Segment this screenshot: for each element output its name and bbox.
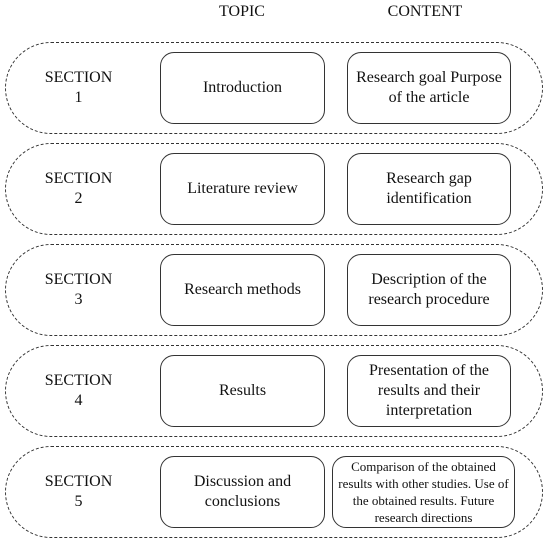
section-4-label-number: 4 (74, 392, 83, 409)
section-3-content-box: Description of the research procedure (347, 254, 511, 326)
section-5-label: SECTION 5 (26, 472, 131, 512)
topic-column-header: TOPIC (219, 3, 265, 20)
section-3-label: SECTION 3 (26, 270, 131, 310)
section-5-row: SECTION 5 Discussion and conclusions Com… (5, 446, 543, 538)
section-4-label-word: SECTION (44, 372, 113, 389)
section-2-row: SECTION 2 Literature review Research gap… (5, 143, 543, 235)
section-3-label-number: 3 (74, 291, 83, 308)
section-1-row: SECTION 1 Introduction Research goal Pur… (5, 42, 543, 134)
section-4-label: SECTION 4 (26, 371, 131, 411)
section-5-label-word: SECTION (44, 473, 113, 490)
section-5-topic-box: Discussion and conclusions (160, 456, 325, 528)
section-1-content-box: Research goal Purpose of the article (347, 52, 511, 124)
section-1-label: SECTION 1 (26, 68, 131, 108)
section-2-topic-box: Literature review (160, 153, 325, 225)
section-2-label-number: 2 (74, 190, 83, 207)
section-3-label-word: SECTION (44, 271, 113, 288)
section-1-label-word: SECTION (44, 69, 113, 86)
section-1-label-number: 1 (74, 89, 83, 106)
section-4-content-box: Presentation of the results and their in… (347, 355, 511, 427)
section-2-content-box: Research gap identification (347, 153, 511, 225)
section-2-label: SECTION 2 (26, 169, 131, 209)
section-3-row: SECTION 3 Research methods Description o… (5, 244, 543, 336)
section-1-topic-box: Introduction (160, 52, 325, 124)
content-column-header: CONTENT (387, 3, 463, 20)
section-3-topic-box: Research methods (160, 254, 325, 326)
section-4-topic-box: Results (160, 355, 325, 427)
section-4-row: SECTION 4 Results Presentation of the re… (5, 345, 543, 437)
section-5-content-box: Comparison of the obtained results with … (332, 456, 515, 528)
section-2-label-word: SECTION (44, 170, 113, 187)
section-5-label-number: 5 (74, 493, 83, 510)
